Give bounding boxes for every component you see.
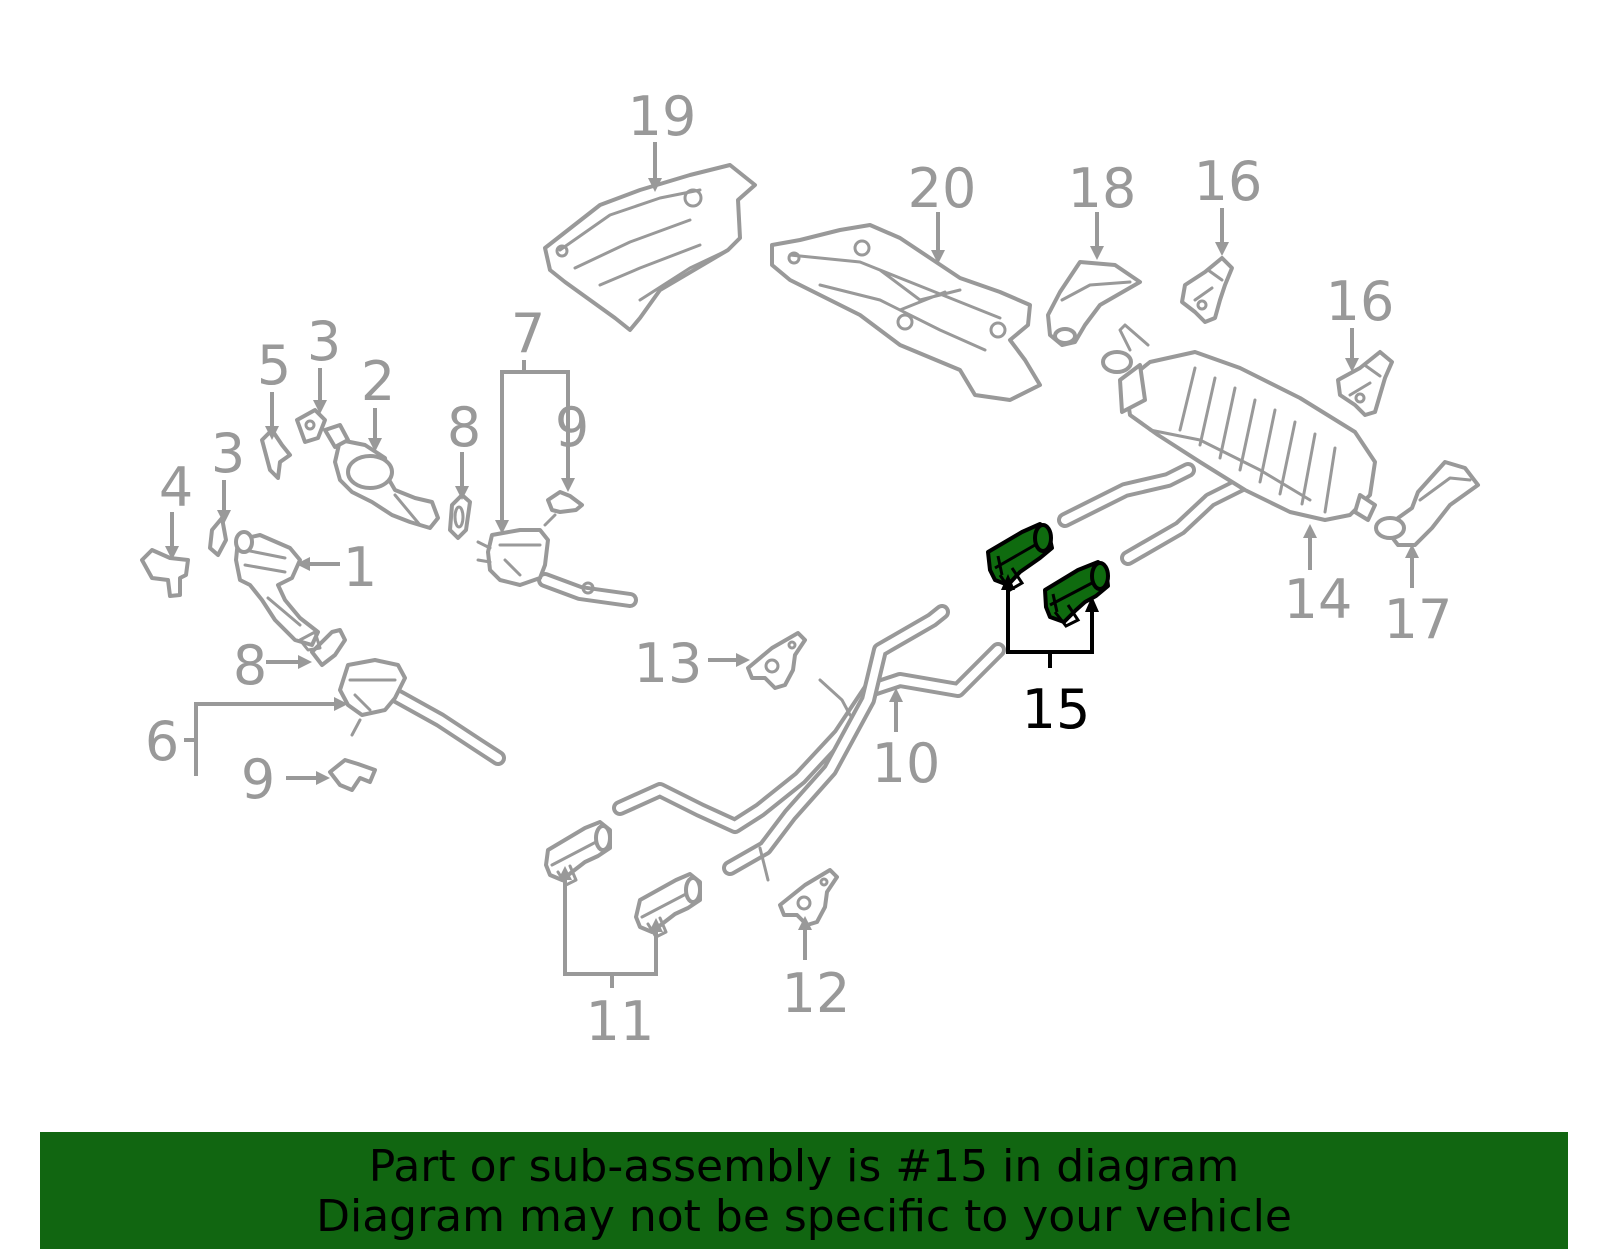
rear-muffler[interactable] — [1057, 323, 1377, 566]
info-banner: Part or sub-assembly is #15 in diagram D… — [40, 1132, 1568, 1249]
clamp-11-right[interactable] — [634, 872, 702, 939]
clamp-15-right[interactable] — [1043, 560, 1110, 628]
gasket-8-upper[interactable] — [448, 493, 472, 540]
clamp-11-left[interactable] — [544, 820, 612, 887]
bracket-9-lower[interactable] — [328, 758, 377, 792]
callout-9-upper: 9 — [555, 396, 589, 459]
callout-13: 13 — [634, 632, 703, 695]
callout-6: 6 — [145, 710, 179, 773]
callout-4: 4 — [159, 456, 193, 519]
callout-1: 1 — [343, 536, 377, 599]
callout-16-lower: 16 — [1326, 270, 1395, 333]
callout-8-upper: 8 — [447, 396, 481, 459]
downpipe-2[interactable] — [323, 423, 440, 530]
callout-17: 17 — [1384, 588, 1453, 651]
callout-12: 12 — [782, 962, 851, 1025]
callout-3-upper: 3 — [307, 310, 341, 373]
callout-5: 5 — [257, 334, 291, 397]
bracket-16-lower[interactable] — [1336, 350, 1394, 417]
hanger-13[interactable] — [746, 631, 807, 690]
callout-7: 7 — [511, 302, 545, 365]
callout-10: 10 — [872, 732, 941, 795]
banner-line-2: Diagram may not be specific to your vehi… — [316, 1191, 1292, 1242]
gasket-3-upper[interactable] — [295, 408, 327, 444]
clamp-15-left[interactable] — [986, 522, 1054, 593]
tailpipe-right[interactable] — [1374, 460, 1480, 547]
banner-line-1: Part or sub-assembly is #15 in diagram — [368, 1141, 1240, 1192]
hanger-12[interactable] — [778, 868, 839, 927]
catalytic-converter-lower[interactable] — [338, 658, 506, 766]
callout-19: 19 — [628, 85, 697, 148]
callout-11: 11 — [586, 990, 655, 1053]
callout-16-upper: 16 — [1194, 150, 1263, 213]
gasket-3-lower[interactable] — [208, 516, 228, 557]
callout-9-lower: 9 — [241, 748, 275, 811]
catalytic-converter-upper[interactable] — [476, 513, 638, 608]
intermediate-pipe[interactable] — [612, 604, 1006, 882]
callout-8-lower: 8 — [233, 634, 267, 697]
callout-14: 14 — [1284, 568, 1353, 631]
tailpipe-left[interactable] — [1046, 260, 1142, 347]
callout-20: 20 — [908, 157, 977, 220]
callout-18: 18 — [1068, 157, 1137, 220]
bracket-9-upper[interactable] — [546, 490, 584, 514]
heat-shield-front[interactable] — [543, 163, 757, 332]
leader-15 — [1001, 574, 1099, 668]
bracket-5[interactable] — [260, 428, 292, 480]
bracket-4[interactable] — [140, 548, 190, 598]
gasket-8-lower[interactable] — [298, 628, 347, 667]
callout-2: 2 — [361, 350, 395, 413]
leader-lines — [165, 142, 1419, 988]
callout-15: 15 — [1022, 678, 1091, 741]
heat-shield-rear[interactable] — [770, 223, 1042, 402]
downpipe-1[interactable] — [234, 530, 320, 647]
callout-labels: 19 20 18 16 16 7 3 5 2 8 9 3 4 1 14 17 1… — [145, 85, 1453, 1053]
bracket-16-upper[interactable] — [1180, 256, 1234, 324]
callout-3-lower: 3 — [211, 422, 245, 485]
